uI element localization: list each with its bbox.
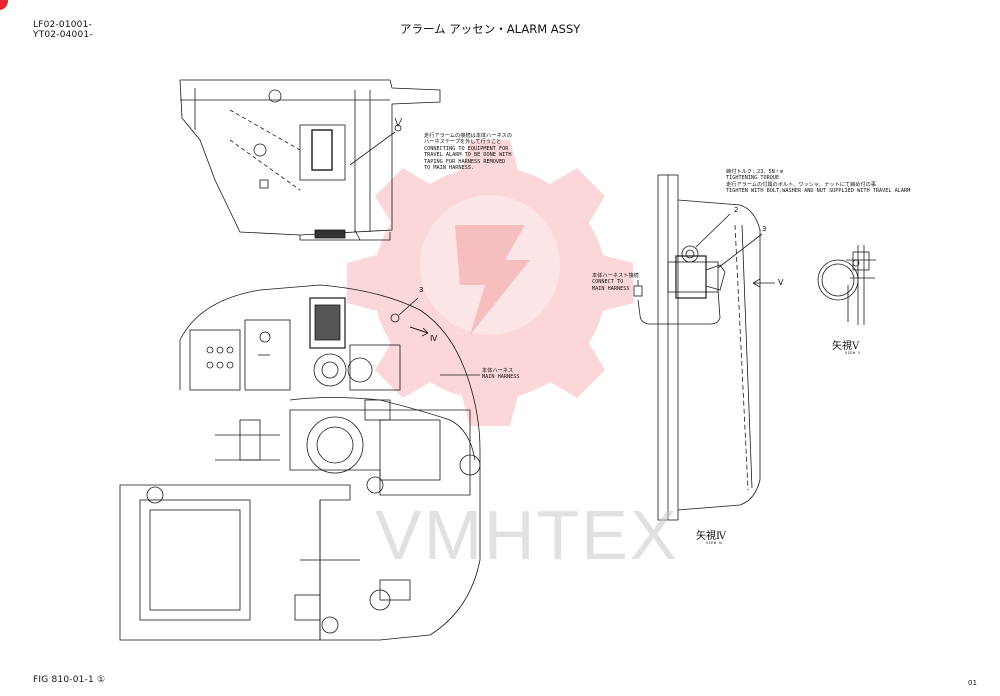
arrow-v-label: V xyxy=(778,278,784,287)
note-line: CONNECT TO xyxy=(592,279,624,286)
note-line: CONNECTING TO EQUIPMENT FOR xyxy=(424,145,509,152)
note-line: TRAVEL ALARM TO BE DONE WITH xyxy=(424,152,512,159)
view-v-subtitle: VIEW V xyxy=(845,351,861,355)
callout-part-3-main: 3 xyxy=(419,286,424,294)
view-iv-title: 矢視Ⅳ xyxy=(696,531,726,542)
note-line: TIGHTEN WITH BOLT,WASHER AND NUT SUPPLIE… xyxy=(726,188,911,195)
callout-part-2: 2 xyxy=(734,206,739,214)
note-line: MAIN HARNESS xyxy=(592,285,630,292)
corner-brand-mark xyxy=(0,0,8,10)
callout-part-3-detail: 3 xyxy=(762,225,767,233)
note-line: 本体ハーネスト接続 xyxy=(592,273,639,279)
travel-alarm-note: 走行アラームの接続は本体ハーネスの ハーネステープを外して行うこと CONNEC… xyxy=(424,133,512,171)
figure-number: FIG 810-01-1 ① xyxy=(33,675,106,685)
view-v-detail xyxy=(817,245,876,325)
note-line: MAIN HARNESS xyxy=(482,374,520,381)
note-line: TAPING FOR HARNESS REMOVED xyxy=(424,158,506,165)
watermark-text: VMHTEX xyxy=(375,496,679,574)
drawing-title: アラーム アッセン・ALARM ASSY xyxy=(400,22,581,36)
main-harness-note: 本体ハーネス MAIN HARNESS xyxy=(482,368,519,381)
page-number: 01 xyxy=(968,679,978,687)
note-line: 締付トルク：23．5N・m xyxy=(726,169,784,175)
view-v-title: 矢視Ⅴ xyxy=(832,341,860,352)
note-line: 走行アラームの接続は本体ハーネスの xyxy=(424,133,513,139)
note-line: 走行アラームの付属のボルト、ワッシャ、ナットにて締め付の事 xyxy=(726,181,877,188)
view-iv-detail xyxy=(633,174,775,521)
top-side-view xyxy=(179,79,441,241)
note-line: 本体ハーネス xyxy=(482,368,514,374)
note-line: TO MAIN HARNESS. xyxy=(424,165,474,172)
torque-note: 締付トルク：23．5N・m TIGHTENING TORQUE 走行アラームの付… xyxy=(726,169,910,195)
drawing-code-2: YT02-04001- xyxy=(33,30,93,40)
note-line: TIGHTENING TORQUE xyxy=(726,175,780,182)
main-plan-view xyxy=(119,284,481,641)
drawing-code-1: LF02-01001- xyxy=(33,20,92,30)
note-line: ハーネステープを外して行うこと xyxy=(424,139,502,146)
arrow-iv-label: Ⅳ xyxy=(430,334,438,343)
view-iv-subtitle: VIEW Ⅳ xyxy=(706,541,723,545)
connect-note: 本体ハーネスト接続 CONNECT TO MAIN HARNESS xyxy=(592,273,639,292)
